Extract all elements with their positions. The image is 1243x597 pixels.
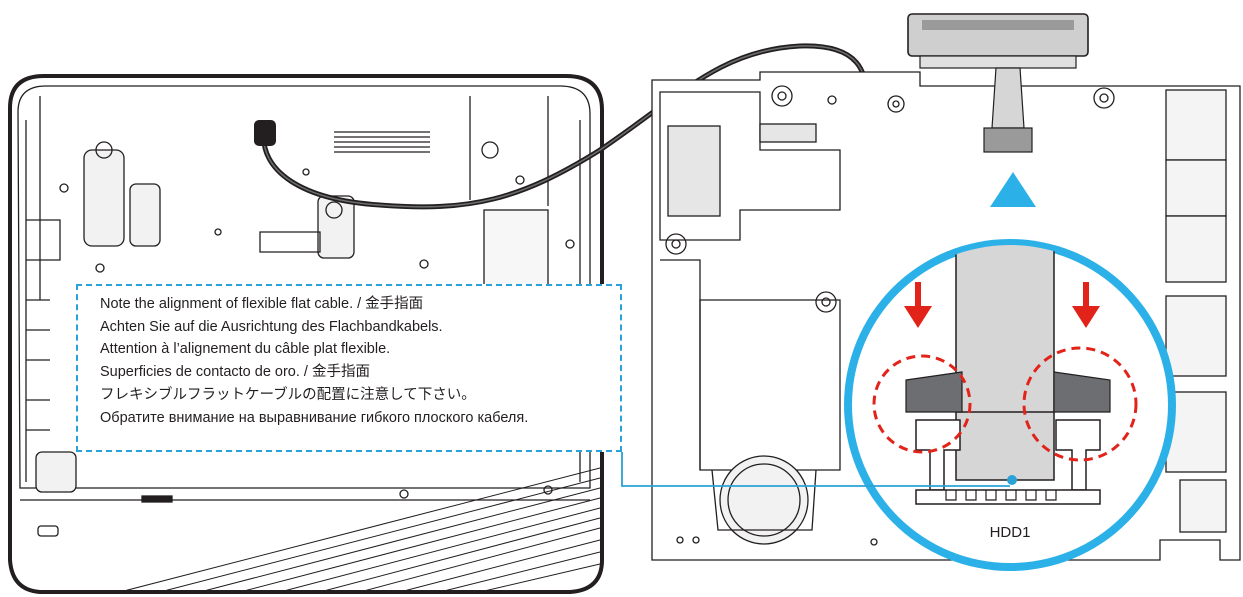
hdd-module xyxy=(907,13,1089,153)
note-callout-box: Note the alignment of flexible flat cabl… xyxy=(76,284,622,452)
press-down-arrow-right xyxy=(1072,282,1100,328)
leader-line xyxy=(621,452,1010,487)
note-line-ja: フレキシブルフラットケーブルの配置に注意して下さい。 xyxy=(100,386,476,403)
note-line-en: Note the alignment of flexible flat cabl… xyxy=(100,296,424,312)
zoom-callout xyxy=(844,172,1176,571)
connector-label: HDD1 xyxy=(989,524,1031,541)
note-line-es: Superficies de contacto de oro. / 金手指面 xyxy=(100,364,370,381)
note-line-ru: Обратите внимание на выравнивание гибког… xyxy=(100,409,529,426)
note-line-fr: Attention à l’alignement du câble plat f… xyxy=(100,341,391,358)
press-down-arrow-left xyxy=(904,282,932,328)
note-line-de: Achten Sie auf die Ausrichtung des Flach… xyxy=(100,318,443,335)
